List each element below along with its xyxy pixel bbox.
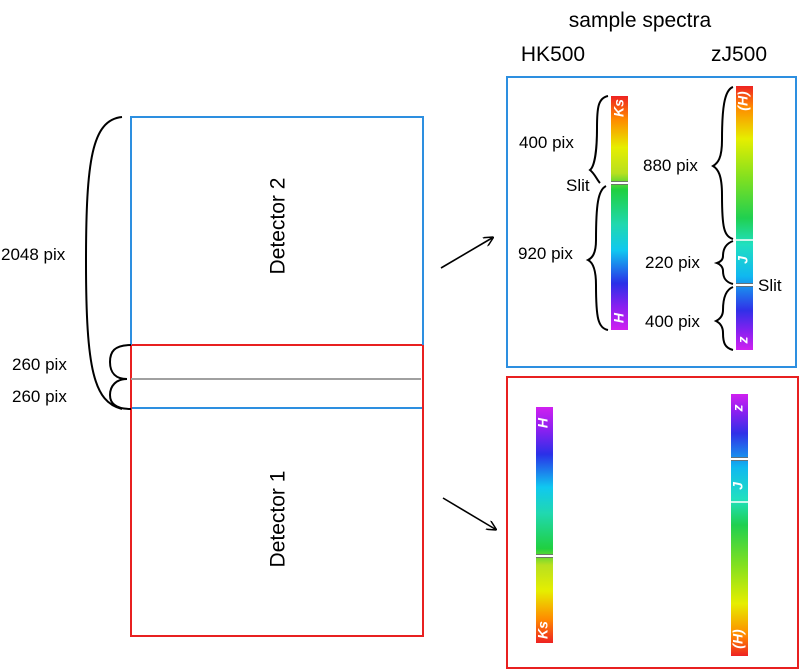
zj500-lower-brace bbox=[713, 286, 734, 351]
hk500-lower-length: 920 pix bbox=[518, 244, 573, 263]
hk500-detector-1-band-ks-label: Ks bbox=[535, 621, 551, 639]
hk500-detector-1-spectrum bbox=[536, 407, 553, 643]
overlap-upper-label: 260 pix bbox=[12, 355, 67, 374]
zj500-mid-brace bbox=[713, 240, 734, 285]
zj500-detector-1-band-z-label: z bbox=[730, 405, 746, 413]
brace-overlap-upper bbox=[108, 344, 132, 380]
arrow-to-detector-2-spectra bbox=[440, 238, 492, 269]
total-height-label: 2048 pix bbox=[1, 245, 66, 264]
zj500-upper-brace bbox=[711, 86, 734, 240]
zj500-band-j-label: J bbox=[735, 255, 751, 264]
column-label-zj500: zJ500 bbox=[711, 43, 767, 66]
brace-total-height bbox=[84, 116, 123, 410]
brace-overlap-lower bbox=[108, 378, 132, 410]
detector-1-label: Detector 1 bbox=[267, 471, 290, 568]
zj500-lower-length: 400 pix bbox=[645, 312, 700, 331]
zj500-detector-1-spectrum bbox=[731, 394, 748, 656]
detector-1-spectra-panel bbox=[506, 376, 799, 669]
arrow-to-detector-1-spectra bbox=[442, 497, 495, 529]
hk500-upper-brace bbox=[588, 95, 609, 184]
zj500-upper-length: 880 pix bbox=[643, 156, 698, 175]
hk500-band-ks-label: Ks bbox=[611, 99, 627, 117]
zj500-detector-1-band-h-label: (H) bbox=[730, 629, 746, 649]
zj500-detector-2-spectrum bbox=[736, 86, 753, 350]
zj500-band-z-label: z bbox=[735, 337, 751, 345]
overlap-lower-label: 260 pix bbox=[12, 387, 67, 406]
hk500-detector-1-band-h-label: H bbox=[535, 417, 551, 428]
hk500-upper-length: 400 pix bbox=[519, 133, 574, 152]
hk500-band-h-label: H bbox=[611, 312, 627, 323]
detector-2-spectra-panel bbox=[506, 76, 797, 368]
hk500-detector-2-spectrum bbox=[611, 96, 628, 330]
detector-2-label: Detector 2 bbox=[267, 178, 290, 275]
zj500-band-h-label: (H) bbox=[735, 91, 751, 111]
diagram-title: sample spectra bbox=[569, 9, 712, 32]
column-label-hk500: HK500 bbox=[521, 43, 585, 66]
zj500-detector-1-band-j-label: J bbox=[730, 481, 746, 490]
hk500-slit-label: Slit bbox=[566, 176, 590, 195]
zj500-slit-label: Slit bbox=[758, 276, 782, 295]
hk500-lower-brace bbox=[585, 185, 609, 331]
zj500-mid-length: 220 pix bbox=[645, 253, 700, 272]
